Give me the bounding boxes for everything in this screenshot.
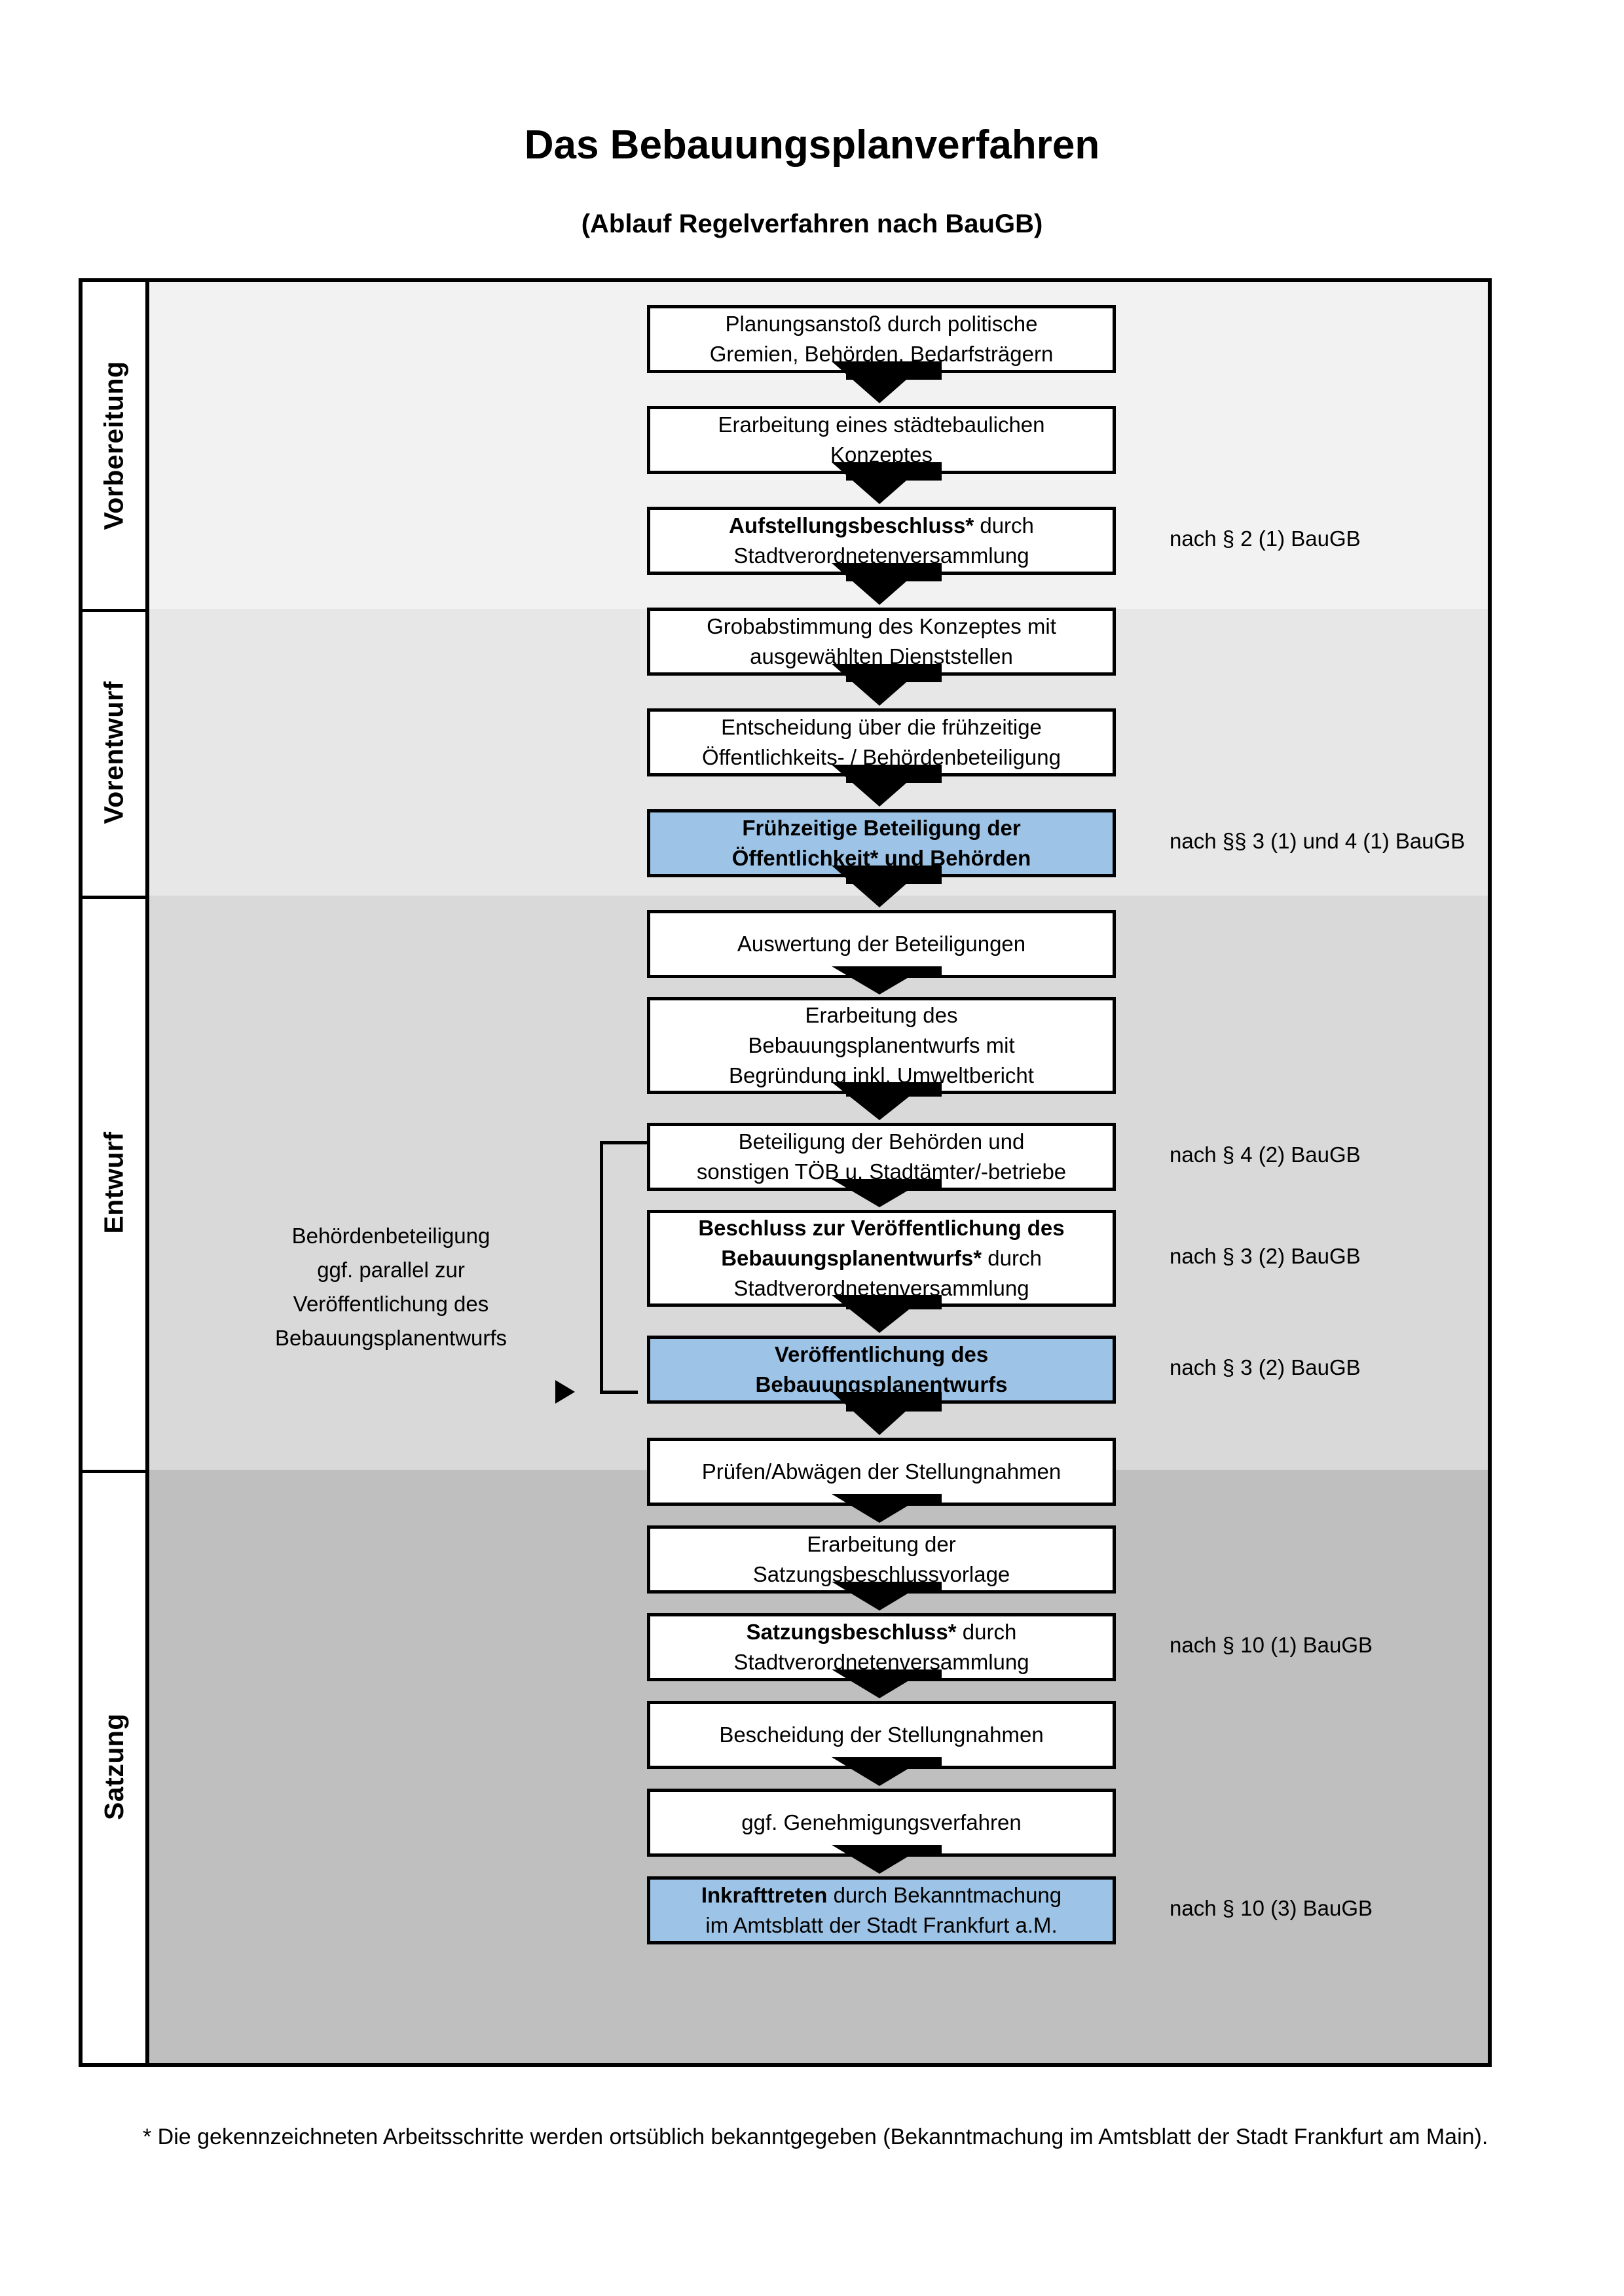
side-note-line: Veröffentlichung des bbox=[293, 1292, 489, 1316]
side-note-line: Behördenbeteiligung bbox=[291, 1224, 490, 1248]
phase-separator bbox=[83, 1470, 145, 1473]
flow-arrow-down-icon bbox=[832, 1669, 927, 1698]
flow-arrow-down-icon bbox=[832, 563, 927, 605]
legal-reference-l5: nach § 3 (2) BauGB bbox=[1170, 1355, 1361, 1379]
process-box-line: Inkrafttreten durch Bekanntmachung bbox=[701, 1883, 1062, 1907]
legal-reference-l2: nach §§ 3 (1) und 4 (1) BauGB bbox=[1170, 829, 1466, 853]
label-column-divider bbox=[145, 282, 149, 2063]
flow-arrow-down-icon bbox=[832, 866, 927, 907]
process-box-line: Erarbeitung der bbox=[807, 1532, 956, 1556]
flow-arrow-down-icon bbox=[832, 1295, 927, 1333]
process-box-line: Bebauungsplanentwurfs* durch bbox=[721, 1246, 1042, 1270]
phase-label-text: Entwurf bbox=[98, 1131, 129, 1234]
process-box-line: Frühzeitige Beteiligung der bbox=[742, 816, 1021, 840]
process-box-line: Satzungsbeschluss* durch bbox=[746, 1620, 1017, 1644]
flow-arrow-down-icon bbox=[832, 765, 927, 807]
bracket-connector-line bbox=[600, 1141, 603, 1391]
process-box-line: Prüfen/Abwägen der Stellungnahmen bbox=[701, 1459, 1061, 1484]
bracket-arrow-head-icon bbox=[555, 1380, 575, 1404]
process-box-line: ggf. Genehmigungsverfahren bbox=[741, 1810, 1022, 1834]
flow-arrow-down-icon bbox=[832, 1082, 927, 1120]
phase-separator bbox=[83, 896, 145, 899]
phase-label-text: Vorentwurf bbox=[98, 680, 129, 824]
flow-arrow-down-icon bbox=[832, 664, 927, 706]
bracket-connector-top bbox=[600, 1141, 651, 1144]
process-box-line: Auswertung der Beteiligungen bbox=[737, 932, 1026, 956]
page-title: Das Bebauungsplanverfahren bbox=[524, 122, 1100, 168]
flow-arrow-down-icon bbox=[832, 361, 927, 403]
process-box-line: Entscheidung über die frühzeitige bbox=[721, 715, 1042, 739]
phase-label-satzung: Satzung bbox=[83, 1470, 145, 2063]
flow-arrow-down-icon bbox=[832, 1179, 927, 1207]
footnote: * Die gekennzeichneten Arbeitsschritte w… bbox=[143, 2124, 1488, 2149]
side-note-line: ggf. parallel zur bbox=[317, 1258, 465, 1282]
legal-reference-l4: nach § 3 (2) BauGB bbox=[1170, 1244, 1361, 1268]
flow-arrow-down-icon bbox=[832, 966, 927, 994]
phase-label-vorbereitung: Vorbereitung bbox=[83, 282, 145, 609]
process-box-line: Bebauungsplanentwurfs mit bbox=[748, 1033, 1015, 1057]
process-box-line: Veröffentlichung des bbox=[774, 1342, 989, 1366]
process-box-s17: Inkrafttreten durch Bekanntmachung im Amt… bbox=[647, 1876, 1116, 1944]
process-box-line: Beteiligung der Behörden und bbox=[738, 1129, 1025, 1154]
bracket-connector-bottom bbox=[600, 1391, 638, 1394]
process-box-line: Grobabstimmung des Konzeptes mit bbox=[707, 614, 1056, 638]
phase-label-text: Vorbereitung bbox=[98, 361, 129, 530]
process-box-line: im Amtsblatt der Stadt Frankfurt a.M. bbox=[705, 1913, 1058, 1937]
flow-arrow-down-icon bbox=[832, 462, 927, 504]
flow-arrow-down-icon bbox=[832, 1845, 927, 1874]
side-note-line: Bebauungsplanentwurfs bbox=[274, 1326, 507, 1350]
flow-arrow-down-icon bbox=[832, 1582, 927, 1611]
process-box-line: Aufstellungsbeschluss* durch bbox=[729, 513, 1034, 538]
legal-reference-l3: nach § 4 (2) BauGB bbox=[1170, 1142, 1361, 1167]
flow-arrow-down-icon bbox=[832, 1494, 927, 1523]
phase-label-text: Satzung bbox=[98, 1713, 129, 1820]
flow-arrow-down-icon bbox=[832, 1757, 927, 1786]
process-box-line: Erarbeitung eines städtebaulichen bbox=[718, 412, 1045, 437]
process-box-line: Planungsanstoß durch politische bbox=[725, 312, 1038, 336]
flow-arrow-down-icon bbox=[832, 1392, 927, 1435]
legal-reference-l7: nach § 10 (3) BauGB bbox=[1170, 1896, 1373, 1920]
process-box-line: Beschluss zur Veröffentlichung des bbox=[698, 1216, 1065, 1240]
process-box-line: Erarbeitung des bbox=[805, 1003, 958, 1027]
page-subtitle: (Ablauf Regelverfahren nach BauGB) bbox=[581, 210, 1043, 238]
phase-label-vorentwurf: Vorentwurf bbox=[83, 609, 145, 896]
legal-reference-l1: nach § 2 (1) BauGB bbox=[1170, 526, 1361, 551]
process-box-line: Bescheidung der Stellungnahmen bbox=[719, 1722, 1044, 1747]
phase-label-entwurf: Entwurf bbox=[83, 896, 145, 1470]
legal-reference-l6: nach § 10 (1) BauGB bbox=[1170, 1633, 1373, 1657]
flowchart-frame: Vorbereitung Vorentwurf Entwurf Satzung … bbox=[79, 278, 1492, 2067]
phase-separator bbox=[83, 609, 145, 612]
